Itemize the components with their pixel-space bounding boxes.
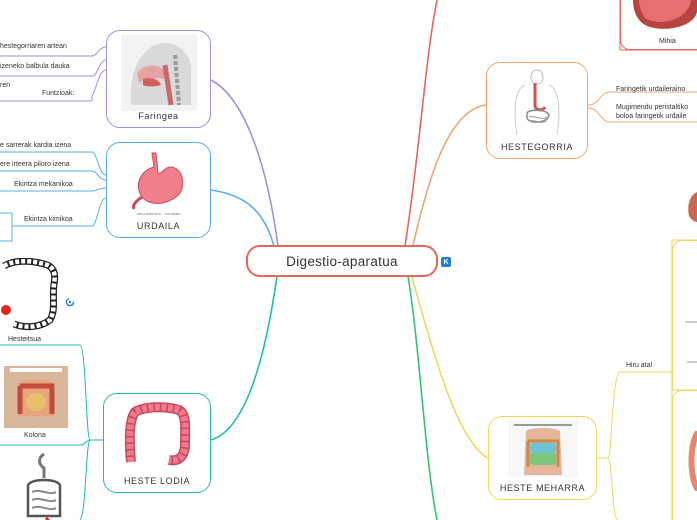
- urdaila-leaf-2[interactable]: ere irteera piloro izena: [0, 161, 70, 168]
- urdaila-leaf-1[interactable]: e sarrerak kardia izena: [0, 142, 72, 149]
- heste-meharra-leaf-1[interactable]: Hiru atal: [626, 362, 653, 369]
- abdomen-colon-image: [4, 366, 68, 428]
- colon-image: [124, 402, 191, 466]
- faringea-leaf-3[interactable]: ren: [0, 82, 11, 89]
- urdaila-leaf-4[interactable]: Ekintza kimikoa: [24, 216, 73, 223]
- node-urdaila[interactable]: SHUTTERSTOCK · 1237438847 URDAILA: [106, 142, 211, 238]
- node-hestegorria-label: HESTEGORRIA: [500, 142, 574, 152]
- hestegorria-leaf-1[interactable]: Faringetik urdaileraino: [616, 86, 686, 93]
- heste-meharra-subcard-1[interactable]: [672, 240, 697, 390]
- node-mihia[interactable]: Mihia: [620, 0, 697, 50]
- liver-image: [688, 192, 697, 222]
- large-intestine-outline-image: [1, 258, 59, 331]
- faringea-leaf-2[interactable]: izeneko balbula dauka: [0, 63, 70, 70]
- stomach-image: SHUTTERSTOCK · 1237438847: [131, 152, 183, 216]
- node-hesteitsua-label[interactable]: Hesteitsua: [8, 336, 42, 343]
- throat-anatomy-image: [120, 35, 197, 111]
- colon-partial-image: [688, 431, 697, 491]
- node-urdaila-label: URDAILA: [136, 221, 181, 231]
- tongue-image: [633, 0, 697, 29]
- faringea-leaf-1[interactable]: hestegorriaren artean: [0, 43, 67, 50]
- digestive-outline-image: [26, 452, 62, 520]
- small-intestine-image: [507, 421, 578, 477]
- hestegorria-leaf-3[interactable]: boloa faringetik urdaile: [616, 113, 687, 120]
- heste-meharra-subcard-2[interactable]: [672, 390, 697, 520]
- node-heste-meharra-label: HESTE MEHARRA: [499, 483, 586, 493]
- node-faringea-label: Faringea: [138, 111, 179, 121]
- stomach-image-caption: SHUTTERSTOCK · 1237438847: [137, 212, 181, 216]
- urdaila-leaf-3[interactable]: Ekintza mekanikoa: [14, 181, 73, 188]
- node-faringea[interactable]: Faringea: [106, 30, 211, 128]
- esophagus-image: [514, 69, 560, 136]
- k-badge-icon[interactable]: K: [441, 257, 451, 267]
- central-topic[interactable]: Digestio-aparatua: [246, 245, 438, 277]
- node-kolona-label[interactable]: Kolona: [24, 432, 46, 439]
- node-hestegorria[interactable]: HESTEGORRIA: [486, 62, 588, 159]
- node-heste-lodia-label: HESTE LODIA: [123, 476, 191, 486]
- hestegorria-leaf-2[interactable]: Mugimendu peristaltiko: [616, 104, 688, 111]
- node-heste-lodia[interactable]: HESTE LODIA: [103, 393, 211, 493]
- faringea-leaf-4[interactable]: Funtzioak:: [42, 90, 75, 97]
- spinner-icon[interactable]: [65, 297, 75, 307]
- central-topic-title: Digestio-aparatua: [286, 253, 398, 269]
- node-heste-meharra[interactable]: HESTE MEHARRA: [488, 416, 597, 500]
- node-mihia-label: Mihia: [659, 38, 676, 45]
